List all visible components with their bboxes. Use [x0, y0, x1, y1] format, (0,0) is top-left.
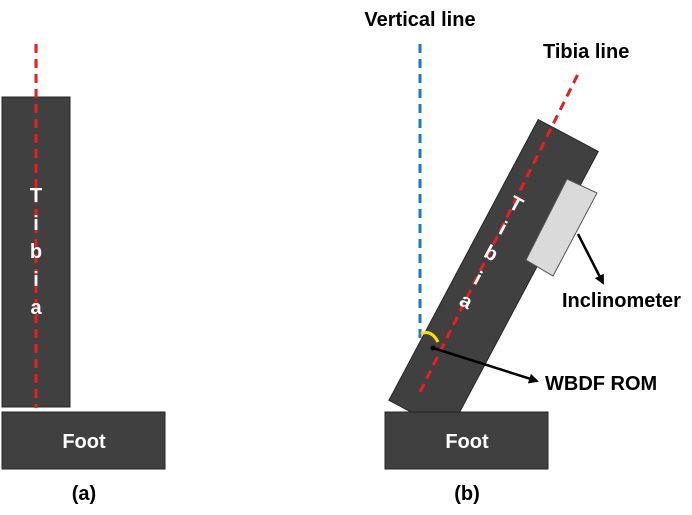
tibia-letter-a-4: a [30, 297, 42, 319]
inclinometer-arrow [576, 233, 605, 285]
panel-a: T i b i a Foot (a) [1, 44, 166, 505]
foot-block-b [384, 411, 549, 470]
angle-arrow [432, 346, 539, 384]
angle-label: WBDF ROM [545, 373, 657, 395]
inclinometer [525, 178, 598, 277]
tibia-label-a: T i b i a [30, 185, 43, 319]
vertical-line-label: Vertical line [364, 9, 475, 31]
tibia-letter-a-0: T [30, 185, 42, 207]
foot-label-b: Foot [445, 431, 489, 453]
panel-b: Vertical line Tibia line T i b i a Incli… [364, 9, 681, 505]
inclinometer-label: Inclinometer [562, 290, 681, 312]
caption-b: (b) [454, 483, 480, 505]
foot-label-a: Foot [62, 431, 106, 453]
foot-block-a [1, 411, 166, 470]
caption-a: (a) [72, 483, 96, 505]
tibia-letter-a-3: i [33, 269, 39, 291]
angle-arc [420, 331, 440, 343]
tibia-block-a [1, 96, 71, 408]
tibia-letter-a-2: b [30, 241, 42, 263]
tibia-letter-a-1: i [33, 213, 39, 235]
tibia-line-label: Tibia line [543, 41, 629, 63]
